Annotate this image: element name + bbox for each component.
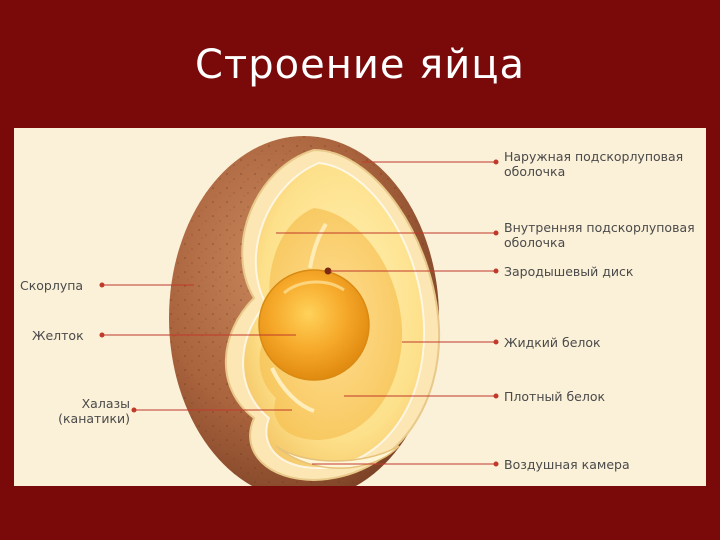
germinal-disc [324, 267, 332, 275]
yolk-highlight [283, 280, 345, 295]
label-thick-albumen: Плотный белок [504, 389, 606, 404]
label-air-cell: Воздушная камера [504, 457, 630, 472]
leader-dot [493, 461, 499, 467]
leader-dot [99, 332, 105, 338]
yolk [258, 269, 370, 381]
chalaza [270, 367, 315, 413]
leader-dot [493, 230, 499, 236]
leader-dot [493, 268, 499, 274]
slide-title: Строение яйца [195, 42, 525, 88]
diagram-panel: Наружная подскорлуповая оболочка Внутрен… [14, 128, 706, 486]
label-chalazae: Халазы (канатики) [58, 396, 130, 426]
label-yolk: Желток [32, 328, 84, 343]
leader-dot [493, 159, 499, 165]
egg-structure-diagram [99, 136, 499, 486]
air-cell [275, 445, 400, 469]
chalaza [308, 222, 328, 269]
leader-dot [99, 282, 105, 288]
label-thin-albumen: Жидкий белок [504, 335, 601, 350]
label-germinal-disc: Зародышевый диск [504, 264, 634, 279]
label-outer-membrane: Наружная подскорлуповая оболочка [504, 149, 684, 179]
leader-dot [493, 339, 499, 345]
label-shell: Скорлупа [20, 278, 84, 293]
label-inner-membrane: Внутренняя подскорлуповая оболочка [504, 220, 695, 250]
leader-dot [131, 407, 137, 413]
leader-dot [493, 393, 499, 399]
